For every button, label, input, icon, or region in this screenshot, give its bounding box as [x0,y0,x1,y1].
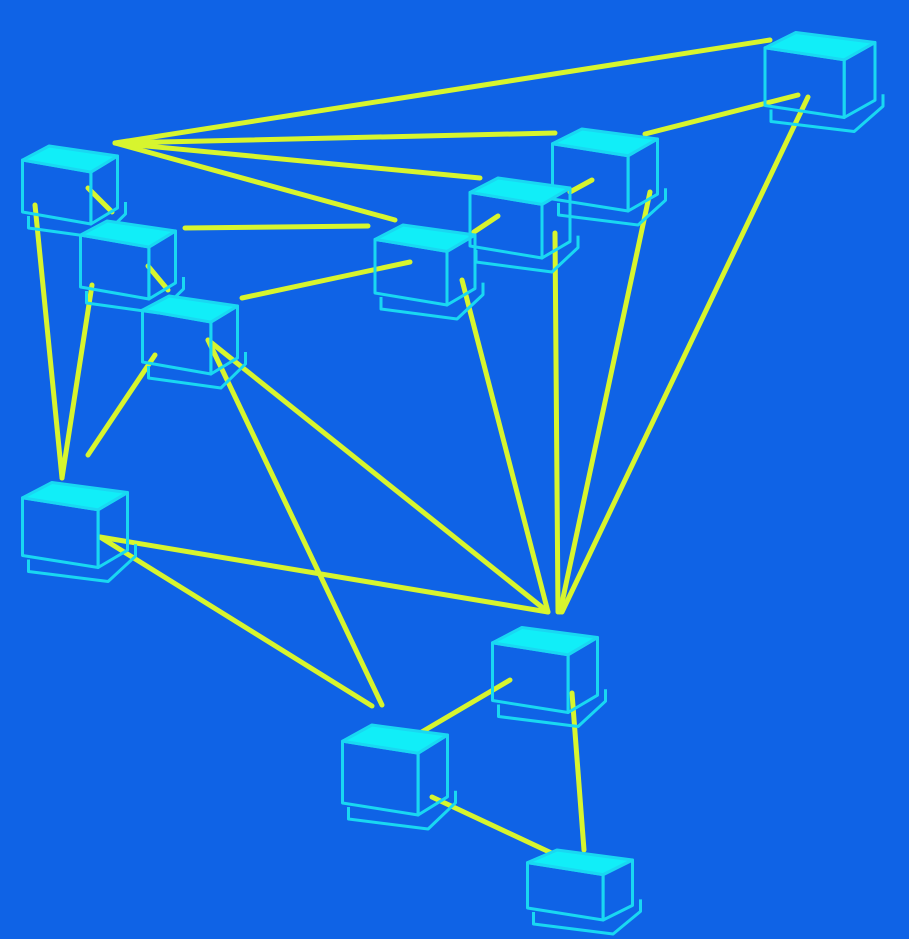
link-n8-n10 [642,92,801,137]
box-top-face [551,127,659,158]
link-n1-n5 [112,130,558,146]
box-base-plate [347,790,457,831]
link-n3-n11 [205,337,385,708]
link-n7-n8 [567,177,595,195]
link-n10-n12 [569,690,587,853]
server-box-icon [551,127,667,227]
box-top-face [21,144,119,174]
server-box-icon [526,848,642,936]
link-n2-n6 [145,263,171,293]
server-box-icon [491,626,607,728]
box-base-plate [497,689,607,728]
server-box-icon [141,294,247,390]
box-top-face [373,223,477,253]
link-n1-n6 [112,140,398,223]
box-base-plate [379,282,485,321]
link-n11-n12 [429,794,563,860]
box-base-plate [474,235,580,274]
link-n1-n7 [112,140,483,181]
box-top-face [341,723,449,755]
box-top-face [763,31,877,62]
link-n5-n8 [557,189,653,615]
link-n1-n9 [32,202,65,481]
box-base-plate [532,899,642,936]
box-top-face [491,626,599,657]
link-n3-n9 [85,352,158,458]
box-top-face [468,176,572,206]
box-top-face [79,219,177,249]
link-n5-n10 [559,94,811,615]
server-box-icon [373,223,485,321]
nodes-layer [21,31,885,936]
link-n6-n10 [459,277,551,615]
box-base-plate [147,351,247,390]
link-n7-n10 [552,230,561,615]
link-n6-n7 [471,213,501,235]
box-base-plate [769,94,885,133]
server-box-icon [21,481,137,583]
box-top-face [526,848,634,877]
edges-layer [32,37,811,860]
link-n9-n11 [97,534,375,709]
link-n9-n10 [97,534,551,615]
server-box-icon [468,176,580,274]
box-base-plate [557,188,667,227]
box-top-face [21,481,129,512]
link-n3-n6 [239,259,413,301]
server-box-icon [341,723,457,831]
link-n2-n9 [59,282,95,481]
link-n10-n11 [417,677,513,736]
box-top-face [141,294,239,324]
link-n2-n3 [182,223,371,231]
box-base-plate [27,544,137,583]
server-box-icon [763,31,885,133]
link-n3-n10 [205,337,551,615]
link-n1-n8 [112,37,773,146]
